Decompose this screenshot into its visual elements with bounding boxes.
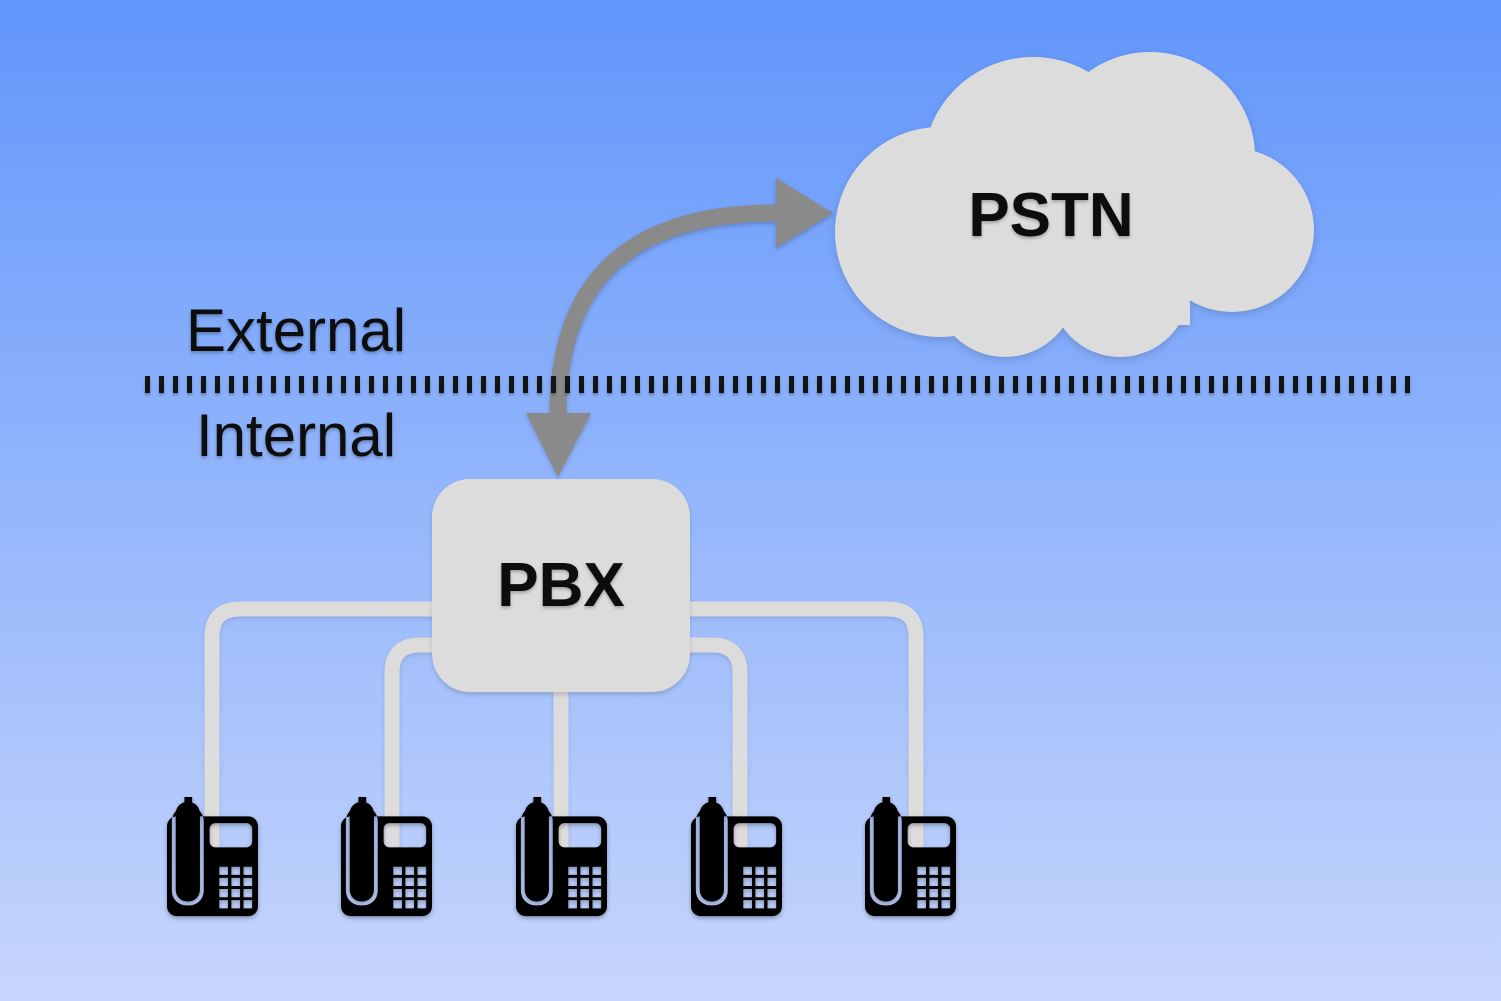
connector-line (562, 601, 924, 858)
internal-zone-label: Internal (196, 402, 397, 469)
pbx-node: PBX (432, 479, 690, 692)
arrowhead-right (776, 178, 833, 248)
connector-line (384, 637, 562, 858)
phone-icon (690, 797, 782, 917)
external-internal-boundary-line (145, 376, 1419, 393)
phone-icon (340, 797, 432, 917)
pbx-label: PBX (497, 551, 625, 620)
phone-icon (864, 797, 956, 917)
external-zone-label: External (186, 297, 407, 364)
connector-line (204, 601, 562, 858)
arrow-shaft (549, 204, 777, 415)
phone-icon (166, 797, 258, 917)
arrowhead-down (526, 413, 591, 477)
connector-line (562, 637, 748, 858)
phone-icon (515, 797, 607, 917)
pstn-label: PSTN (968, 181, 1134, 250)
